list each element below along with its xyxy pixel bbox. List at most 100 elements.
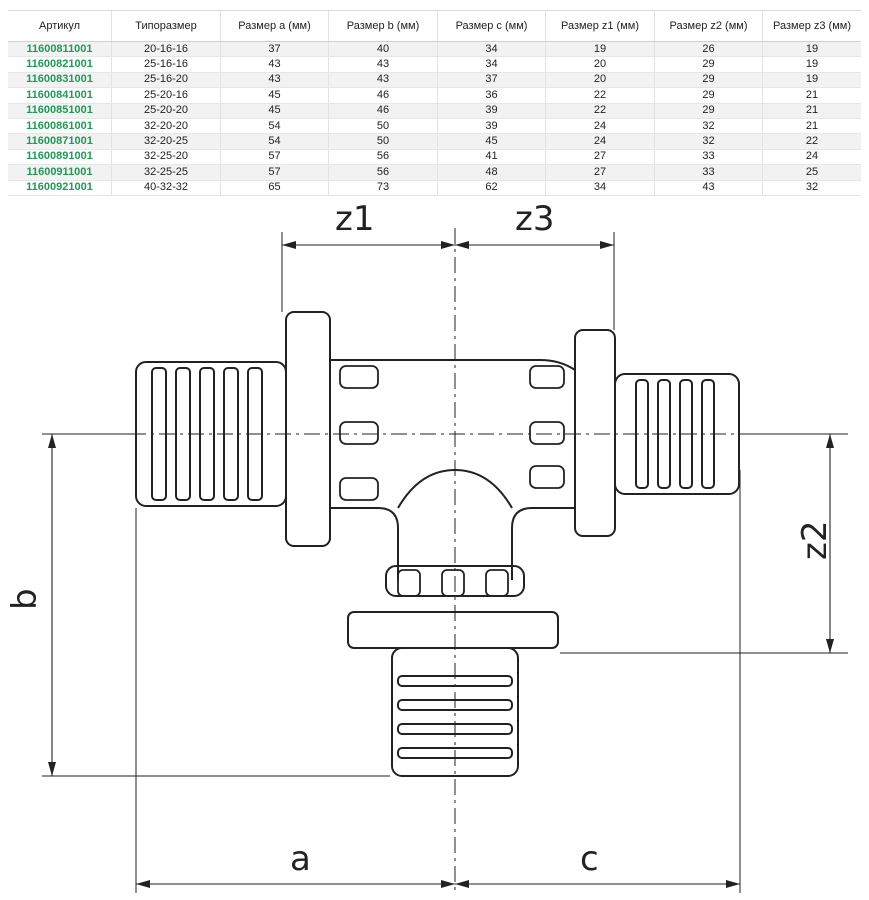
table-cell: 29 (654, 103, 763, 119)
tee-body (330, 359, 576, 649)
table-cell: 48 (437, 164, 546, 181)
center-lines (42, 228, 848, 893)
table-cell: 62 (437, 180, 546, 196)
table-cell: 22 (545, 87, 655, 104)
table-cell: 39 (437, 103, 546, 119)
table-cell: 45 (220, 103, 329, 119)
cell-article: 11600811001 (8, 41, 112, 58)
cell-article: 11600911001 (8, 164, 112, 181)
cell-article: 11600861001 (8, 118, 112, 135)
table-cell: 32 (762, 180, 861, 196)
dimension-arrows (48, 241, 834, 888)
right-pipe-insert (614, 373, 740, 495)
cell-article: 11600841001 (8, 87, 112, 104)
table-cell: 54 (220, 133, 329, 150)
table-cell: 24 (545, 118, 655, 135)
table-cell: 43 (328, 56, 438, 73)
table-cell: 21 (762, 118, 861, 135)
table-cell: 54 (220, 118, 329, 135)
table-cell: 19 (545, 41, 655, 58)
table-cell: 22 (545, 103, 655, 119)
table-cell: 20 (545, 56, 655, 73)
col-header-z1: Размер z1 (мм) (545, 10, 655, 42)
cell-article: 11600871001 (8, 133, 112, 150)
table-cell: 19 (762, 56, 861, 73)
table-cell: 46 (328, 87, 438, 104)
col-header-c: Размер c (мм) (437, 10, 546, 42)
col-header-size: Типоразмер (111, 10, 221, 42)
label-z3: z3 (515, 200, 554, 239)
table-cell: 20 (545, 72, 655, 89)
cell-article: 11600821001 (8, 56, 112, 73)
table-cell: 24 (762, 149, 861, 166)
col-header-b: Размер b (мм) (328, 10, 438, 42)
label-z2: z2 (795, 521, 835, 560)
table-cell: 25-16-16 (111, 56, 221, 73)
table-cell: 45 (437, 133, 546, 150)
table-cell: 32-20-20 (111, 118, 221, 135)
table-cell: 19 (762, 72, 861, 89)
table-cell: 32-25-20 (111, 149, 221, 166)
col-header-a: Размер a (мм) (220, 10, 329, 42)
table-cell: 26 (654, 41, 763, 58)
table-cell: 43 (220, 72, 329, 89)
table-cell: 27 (545, 164, 655, 181)
label-a: a (290, 839, 311, 879)
cell-article: 11600891001 (8, 149, 112, 166)
clip-windows (339, 365, 565, 597)
cell-article: 11600831001 (8, 72, 112, 89)
table-cell: 33 (654, 149, 763, 166)
table-cell: 19 (762, 41, 861, 58)
bottom-pipe-insert (391, 647, 519, 777)
table-cell: 37 (437, 72, 546, 89)
table-cell: 50 (328, 133, 438, 150)
table-cell: 56 (328, 164, 438, 181)
table-cell: 27 (545, 149, 655, 166)
table-cell: 25-16-20 (111, 72, 221, 89)
table-cell: 43 (220, 56, 329, 73)
table-cell: 43 (654, 180, 763, 196)
table-cell: 57 (220, 164, 329, 181)
table-cell: 37 (220, 41, 329, 58)
spec-table: Артикул Типоразмер Размер a (мм) Размер … (8, 10, 861, 196)
table-cell: 32-25-25 (111, 164, 221, 181)
col-header-z3: Размер z3 (мм) (762, 10, 861, 42)
cell-article: 11600851001 (8, 103, 112, 119)
table-cell: 50 (328, 118, 438, 135)
table-cell: 25-20-16 (111, 87, 221, 104)
table-cell: 73 (328, 180, 438, 196)
table-cell: 34 (545, 180, 655, 196)
table-cell: 56 (328, 149, 438, 166)
table-cell: 25-20-20 (111, 103, 221, 119)
table-cell: 36 (437, 87, 546, 104)
table-cell: 33 (654, 164, 763, 181)
table-cell: 24 (545, 133, 655, 150)
col-header-article: Артикул (8, 10, 112, 42)
tee-fitting-drawing: z1 z3 z2 b a c (5, 200, 848, 893)
table-cell: 32 (654, 118, 763, 135)
table-cell: 21 (762, 103, 861, 119)
table-cell: 45 (220, 87, 329, 104)
table-cell: 22 (762, 133, 861, 150)
table-cell: 20-16-16 (111, 41, 221, 58)
table-cell: 39 (437, 118, 546, 135)
table-cell: 34 (437, 56, 546, 73)
table-cell: 41 (437, 149, 546, 166)
dimension-lines (51, 244, 831, 885)
table-cell: 40-32-32 (111, 180, 221, 196)
label-b: b (5, 588, 45, 610)
left-pipe-insert (135, 361, 287, 507)
cell-article: 11600921001 (8, 180, 112, 196)
table-cell: 46 (328, 103, 438, 119)
table-cell: 32 (654, 133, 763, 150)
